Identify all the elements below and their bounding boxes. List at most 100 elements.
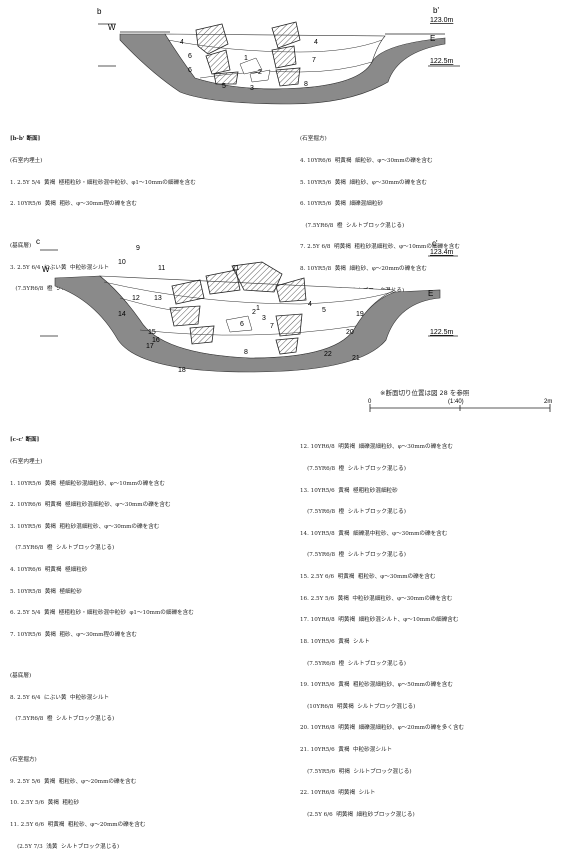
c-legend-item: 17. 10YR6/8 明黄褐 細粒砂混シルト、φ～10mmの細礫含む [300,617,459,624]
layer-number: 15 [148,329,156,336]
c-legend-item: 6. 2.5Y 5/4 黄褐 極粗粒砂・細粒砂混中粒砂 φ1～10mmの細礫を含… [10,610,194,617]
layer-number: 6 [240,321,244,328]
layer-number: 3 [250,85,254,92]
c-legend-item: 11. 2.5Y 6/6 明黄褐 粗粒砂、φ～20mmの礫を含む [10,821,146,828]
layer-number: 16 [152,337,160,344]
layer-number: 19 [356,311,364,318]
stone [205,49,231,75]
b-legend-item: 3. 2.5Y 6/4 にぶい黄 中粒砂混シルト [10,264,110,271]
section-c-right-label: c' [432,239,438,248]
layer-number: 10 [118,259,126,266]
layer-number: 7 [312,57,316,64]
stone [169,305,201,327]
layer-number: 5 [322,307,326,314]
c-legend-item: 10. 2.5Y 5/6 黄褐 粗粒砂 [10,800,80,807]
stone [271,45,297,69]
c-legend-item: 19. 10YR5/6 黄褐 粗粒砂混細粒砂、φ～50mmの礫を含む [300,682,453,689]
scale-zero: 0 [368,399,372,405]
c-legend-item: 22. 10YR6/8 明黄褐 シルト [300,790,376,797]
c-legend-item: (2.5Y 6/6 明黄褐 細粒砂ブロック混じる) [300,811,415,818]
stone [213,71,239,85]
layer-number: 14 [118,311,126,318]
layer-number: 22 [324,351,332,358]
b-legend-item: 5. 10YR5/6 黄褐 細粒砂、φ～30mmの礫を含む [300,179,428,186]
c-legend-item: 5. 10YR5/8 黄褐 極細粒砂 [10,588,82,595]
stone [271,21,301,49]
layer-number: 17 [146,343,154,350]
c-legend-item: 1. 10YR5/6 黄褐 極細粒砂混細粒砂、φ～10mmの礫を含む [10,480,165,487]
b-legend-item: 7. 2.5Y 6/8 明黄褐 粗粒砂混細粒砂、φ～10mmの細礫を含む [300,244,460,251]
c-legend-item: 8. 2.5Y 6/4 にぶい黄 中粒砂混シルト [10,694,110,701]
c-legend-sub1: (石室内埋土) [10,459,43,466]
layer-number: 8 [244,349,248,356]
stone [275,337,299,355]
c-legend-item: 20. 10YR6/8 明黄褐 細礫混細粒砂、φ～20mmの礫を多く含む [300,725,465,732]
stone [205,269,241,295]
layer-boundary [103,281,393,305]
b-legend-item: (7.5YR6/8 橙 シルトブロック混じる) [300,222,405,229]
layer-number: 8 [304,81,308,88]
section-b-E: E [430,34,435,43]
stone [275,277,307,303]
c-legend-item: 3. 10YR5/6 黄褐 粗粒砂混細粒砂、φ～30mmの礫を含む [10,523,160,530]
layer-boundary [139,325,357,336]
c-legend-item: (7.5YR6/8 橙 シルトブロック混じる) [10,545,115,552]
c-legend-sub2: (基底層) [10,672,32,679]
section-b-right-label: b' [433,6,439,15]
layer-number: 3 [262,315,266,322]
section-b-elev-bottom: 122.5m [430,58,454,65]
layer-number: 2 [252,309,256,316]
b-legend-item: 8. 10YR5/8 黄褐 細粒砂、φ～20mmの礫を含む [300,266,428,273]
layer-number: 4 [314,39,318,46]
b-legend-sub3: (石室掘方) [300,136,327,143]
cut-position-note: ※断面切り位置は図 28 を参照 [380,389,470,397]
b-legend-sub1: (石室内埋土) [10,158,43,165]
c-legend-item: 21. 10YR5/6 黄褐 中粒砂混シルト [300,746,393,753]
layer-number: 6 [188,53,192,60]
c-legend-item: 15. 2.5Y 6/6 明黄褐 粗粒砂、φ～30mmの礫を含む [300,574,436,581]
scale-end: 2m [544,399,552,405]
layer-number: 11 [158,265,165,272]
section-b-W: W [108,23,116,32]
b-legend-heading: [b-b' 断面] [10,136,41,143]
layer-number: 5 [222,83,226,90]
c-legend-item: 18. 10YR5/6 黄褐 シルト [300,638,370,645]
layer-number: 12 [132,295,140,302]
c-legend-left: [c-c' 断面] (石室内埋土) 1. 10YR5/6 黄褐 極細粒砂混細粒砂… [10,423,194,858]
c-legend-item: (2.5Y 7/3 浅黄 シルトブロック混じる) [10,843,120,850]
section-c-elev-top: 123.4m [430,249,454,256]
b-legend-right: (石室掘方) 4. 10YR6/6 明黄褐 細粒砂、φ～30mmの礫を含む 5.… [300,122,460,302]
c-legend-item: 13. 10YR5/6 黄褐 極粗粒砂混細粒砂 [300,487,398,494]
section-c-W: W [42,265,50,274]
c-legend-item: 7. 10YR5/6 黄褐 粗砂、φ～30mm程の礫を含む [10,631,138,638]
scale-ratio: (1:40) [448,399,464,405]
c-legend-item: (7.5YR5/6 明褐 シルトブロック混じる) [300,768,412,775]
stone [239,57,263,75]
stone [189,325,215,345]
layer-number: 1 [256,305,260,312]
section-c-left-label: c [36,237,40,246]
c-legend-sub3: (石室掘方) [10,757,37,764]
stone [195,23,229,55]
layer-number: 11 [232,265,239,272]
b-legend-item: 2. 10YR5/6 黄褐 粗砂、φ～30mm程の礫を含む [10,201,138,208]
c-legend-item: 2. 10YR6/6 明黄褐 極細粒砂混細粒砂、φ～30mmの礫を含む [10,502,171,509]
b-legend-sub2: (基底層) [10,243,32,250]
c-legend-item: 4. 10YR6/6 明黄褐 極細粒砂 [10,567,88,574]
c-legend-item: 12. 10YR6/8 明黄褐 細礫混細粒砂、φ～30mmの礫を含む [300,444,453,451]
section-b-left-label: b [97,7,102,16]
section-b-elev-top: 123.0m [430,17,454,24]
section-c-elev-bottom: 122.5m [430,329,454,336]
stone [171,279,205,305]
layer-number: 6 [188,67,192,74]
c-legend-item: (7.5YR6/8 橙 シルトブロック混じる) [300,509,406,516]
c-legend-item: (7.5YR6/8 橙 シルトブロック混じる) [10,716,115,723]
layer-number: 4 [308,301,312,308]
c-legend-item: (7.5YR6/8 橙 シルトブロック混じる) [300,466,406,473]
layer-number: 20 [346,329,354,336]
layer-number: 1 [244,55,248,62]
b-legend-item: 1. 2.5Y 5/4 黄褐 極粗粒砂・細粒砂混中粒砂、φ1～10mmの細礫を含… [10,179,196,186]
scale-bar: 0 (1:40) 2m [368,399,552,412]
